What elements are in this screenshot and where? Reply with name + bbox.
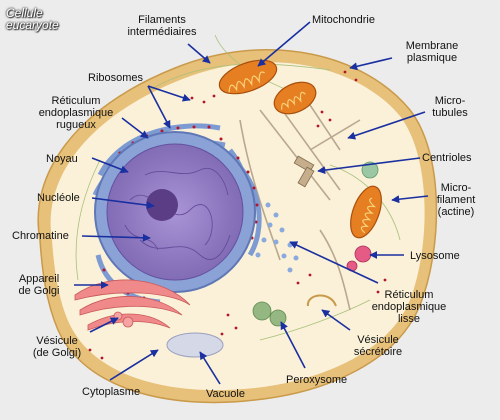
diagram-title: Cellule eucaryote	[6, 6, 59, 32]
label-filaments: Filaments intermédiaires	[127, 14, 197, 38]
label-cytoplasme: Cytoplasme	[82, 386, 141, 398]
label-rel: Réticulum endoplasmique lisse	[371, 289, 447, 325]
nucleolus	[146, 189, 178, 221]
label-rer: Réticulum endoplasmique rugueux	[38, 95, 114, 131]
arrow-noyau	[91, 157, 129, 174]
arrow-ribosomes-2	[147, 85, 171, 129]
microtubules	[239, 89, 361, 311]
arrow-nucleole	[91, 197, 155, 210]
secretory-vesicle	[306, 294, 337, 307]
label-peroxysome: Peroxysome	[286, 374, 348, 386]
chromatin	[124, 168, 231, 260]
mitochondrion-right	[273, 81, 317, 115]
label-nucleole: Nucléole	[37, 192, 80, 204]
label-chromatine: Chromatine	[12, 230, 69, 242]
arrow-vacuole	[199, 351, 221, 385]
arrow-vesicule-golgi	[89, 317, 119, 333]
label-golgi: Appareil de Golgi	[18, 273, 60, 297]
arrow-vesicule-secretoire	[321, 309, 351, 331]
label-arrows	[74, 21, 429, 385]
peroxisome	[252, 301, 272, 321]
arrow-ribosomes-1	[147, 85, 191, 102]
arrow-rel	[289, 241, 379, 284]
vesicle	[361, 161, 379, 179]
mitochondrion-top	[218, 59, 278, 95]
arrow-chromatine	[81, 233, 151, 242]
centrioles	[293, 155, 315, 188]
label-vesicule-secretoire: Vésicule sécrétoire	[353, 334, 403, 358]
label-microfilament: Micro- filament (actine)	[436, 182, 476, 218]
arrow-centrioles	[317, 157, 421, 175]
label-vacuole: Vacuole	[206, 388, 245, 400]
arrow-peroxysome	[280, 321, 306, 369]
arrow-microtubules	[347, 111, 426, 140]
golgi-vesicle	[122, 316, 134, 328]
arrow-microfilament	[391, 195, 429, 204]
label-microtubules: Micro- tubules	[432, 95, 468, 119]
arrow-membrane	[349, 57, 393, 71]
label-ribosomes: Ribosomes	[88, 72, 144, 84]
label-mitochondrie: Mitochondrie	[312, 14, 375, 26]
arrow-rer	[121, 117, 149, 139]
free-ribosomes	[88, 70, 387, 360]
label-centrioles: Centrioles	[422, 152, 472, 164]
lysosome	[354, 245, 372, 263]
label-membrane: Membrane plasmique	[405, 40, 459, 64]
label-noyau: Noyau	[46, 153, 78, 165]
vacuole	[166, 332, 224, 358]
arrow-mitochondrie	[257, 21, 311, 67]
label-vesicule-golgi: Vésicule (de Golgi)	[32, 335, 82, 359]
arrow-cytoplasme	[109, 349, 159, 381]
label-lysosome: Lysosome	[410, 250, 460, 262]
peroxisome	[269, 309, 287, 327]
mitochondrion-side	[350, 185, 382, 239]
arrow-filaments	[187, 43, 211, 64]
